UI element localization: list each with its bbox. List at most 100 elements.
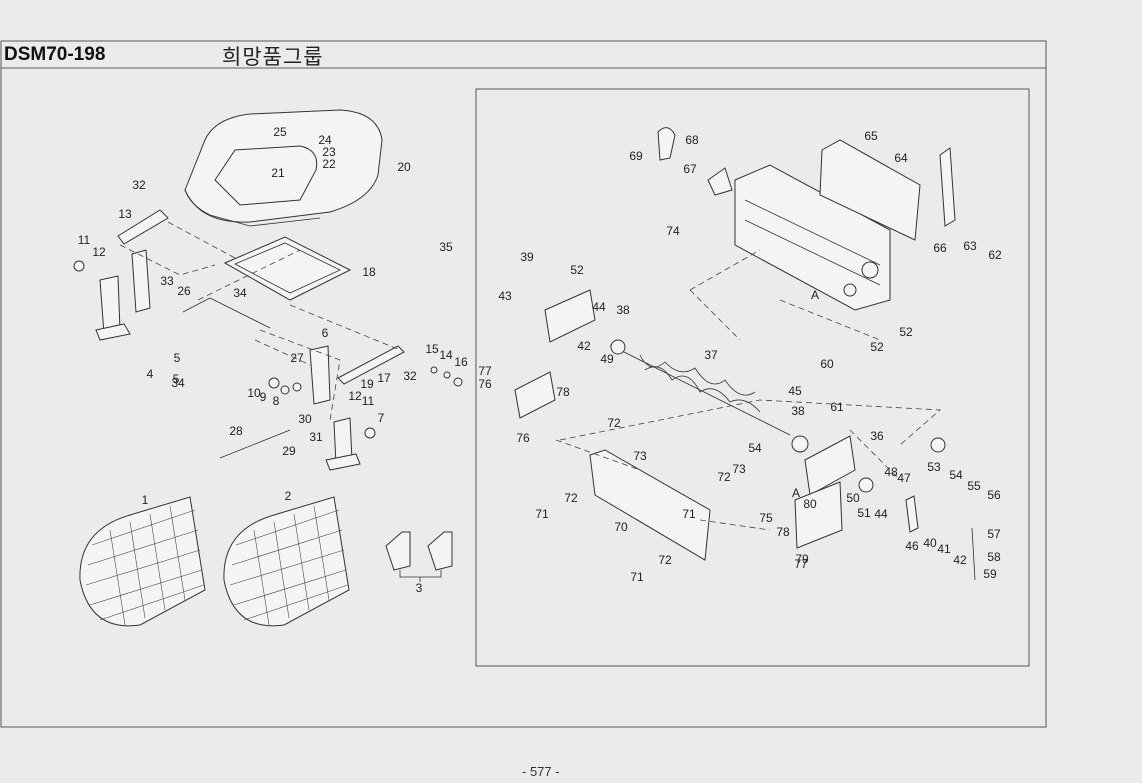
auger-part-37	[609, 344, 791, 436]
callout-label: 32	[132, 178, 146, 192]
callout-label: 33	[160, 274, 174, 288]
callout-label: 39	[520, 250, 534, 264]
bracket-part-33	[131, 249, 151, 313]
mesh-screen-part-2	[223, 496, 350, 627]
callout-label: 5	[173, 372, 180, 386]
callout-label: 46	[905, 539, 919, 553]
callout-label: 63	[963, 239, 977, 253]
callout-label: 36	[870, 429, 884, 443]
housing-part-74	[734, 164, 891, 311]
page-number: - 577 -	[522, 764, 560, 779]
page-frame	[0, 40, 1047, 728]
callout-label: 8	[273, 394, 280, 408]
callout-label: 62	[988, 248, 1002, 262]
callout-label: 11	[78, 233, 91, 247]
callout-label: 9	[260, 390, 267, 404]
callout-label: 29	[282, 444, 296, 458]
callout-label: 3	[416, 581, 423, 595]
callout-label: 52	[870, 340, 884, 354]
callout-label: 72	[658, 553, 672, 567]
callout-label: 47	[897, 471, 911, 485]
callout-label: 58	[987, 550, 1001, 564]
callout-label: 49	[600, 352, 614, 366]
rod-part-28	[219, 429, 291, 459]
plate-part-52	[544, 289, 596, 343]
callout-label: 7	[378, 411, 385, 425]
callout-label: 24	[318, 133, 332, 147]
callout-label: 55	[967, 479, 981, 493]
callout-label: 31	[309, 430, 323, 444]
callout-label: 52	[570, 263, 584, 277]
callout-label: 12	[92, 245, 106, 259]
callout-label: 44	[874, 507, 888, 521]
rod-part-34	[209, 297, 271, 329]
pulley-part-53	[930, 437, 946, 453]
callout-label: 22	[322, 157, 336, 171]
callout-label: 38	[616, 303, 630, 317]
callout-label: 54	[748, 441, 762, 455]
plate-part-3b	[427, 531, 453, 571]
callout-label: 61	[830, 400, 844, 414]
callout-label: 37	[704, 348, 718, 362]
callout-label: A	[792, 486, 800, 500]
callout-label: 65	[864, 129, 878, 143]
callout-label: 23	[322, 145, 336, 159]
plate-part-67-69	[707, 167, 733, 196]
callout-label: 34	[233, 286, 247, 300]
callout-label: 28	[229, 424, 243, 438]
callout-label: 54	[949, 468, 963, 482]
callout-label: 27	[290, 351, 304, 365]
callout-label: 72	[717, 470, 731, 484]
callout-label: 10	[247, 386, 261, 400]
callout-label: 19	[360, 377, 374, 391]
callout-label: 67	[683, 162, 697, 176]
callout-label: 79	[795, 552, 809, 566]
callout-label: 74	[666, 224, 680, 238]
callout-label: 69	[629, 149, 643, 163]
plate-part-76	[514, 371, 556, 419]
callout-label: 18	[362, 265, 376, 279]
part-68	[657, 127, 676, 161]
callout-label: 73	[732, 462, 746, 476]
callout-label: 41	[937, 542, 951, 556]
model-code: DSM70-198	[4, 44, 106, 65]
link-part-17	[337, 345, 405, 385]
callout-label: 71	[630, 570, 644, 584]
group-title: 희망품그룹	[222, 45, 324, 69]
bracket-part-13	[117, 209, 169, 245]
callout-label: 21	[271, 166, 285, 180]
mesh-screen-part-1	[79, 496, 206, 627]
callout-label: 2	[285, 489, 292, 503]
callout-label: 68	[685, 133, 699, 147]
spring-part-57	[971, 527, 976, 581]
callout-label: 52	[899, 325, 913, 339]
bracket-part-27	[309, 345, 331, 405]
callout-label: 56	[987, 488, 1001, 502]
callout-label: 14	[439, 348, 453, 362]
callout-label: 26	[177, 284, 191, 298]
plate-part-64	[819, 139, 921, 241]
cover-part-70	[589, 449, 711, 561]
callout-label: 40	[923, 536, 937, 550]
bearing-part-38	[791, 435, 809, 453]
assembly-35-box	[475, 88, 1030, 667]
callout-label: 77	[794, 557, 808, 571]
callout-label: 78	[556, 385, 570, 399]
callout-label: 53	[927, 460, 941, 474]
side-plate-part-36	[804, 435, 856, 496]
bearing-part-49	[610, 339, 626, 355]
callout-label: 1	[142, 493, 149, 507]
callout-label: 77	[478, 364, 492, 378]
callout-label: 12	[348, 389, 362, 403]
plate-part-3a	[385, 531, 411, 571]
callout-label: 15	[425, 342, 439, 356]
callout-label: 71	[682, 507, 696, 521]
callout-label: 71	[535, 507, 549, 521]
callout-label: 64	[894, 151, 908, 165]
bracket-part-66	[939, 147, 956, 227]
callout-label: 76	[478, 377, 492, 391]
callout-label: 66	[933, 241, 947, 255]
callout-label: 25	[273, 125, 287, 139]
callout-label: 59	[983, 567, 997, 581]
